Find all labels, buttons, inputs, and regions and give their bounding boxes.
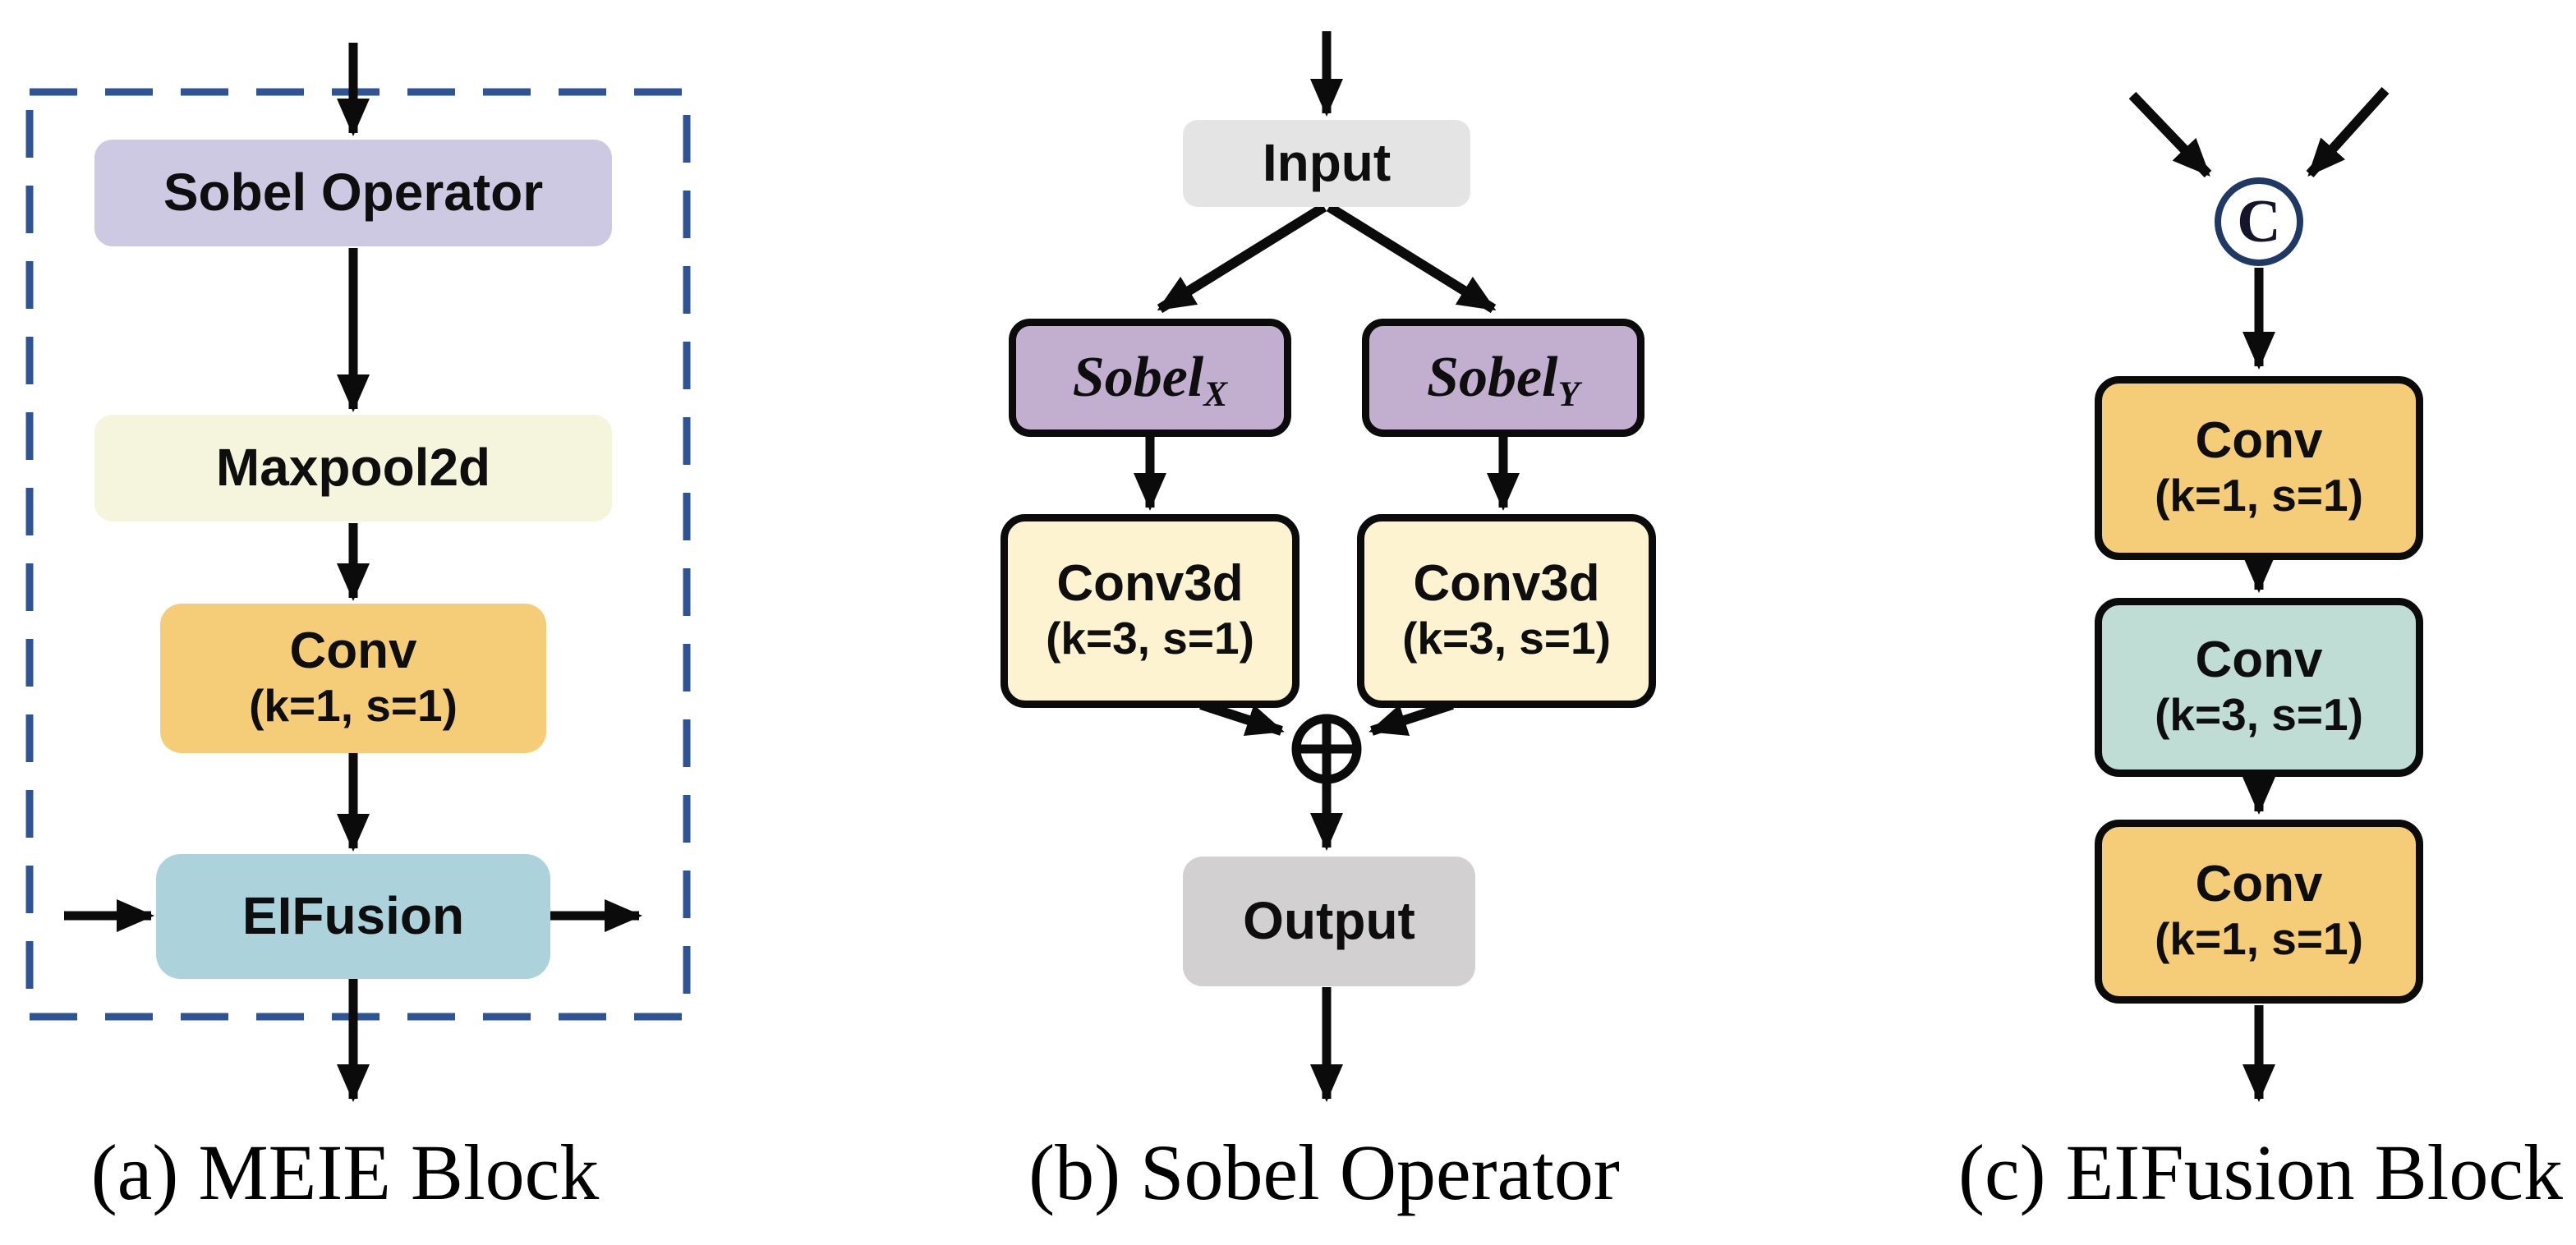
sobel-operator-label: Sobel Operator bbox=[163, 163, 544, 223]
sobel-y-subscript: Y bbox=[1557, 374, 1580, 415]
maxpool2d-label: Maxpool2d bbox=[215, 438, 491, 498]
input-box: Input bbox=[1183, 120, 1470, 207]
sobel-x-label: SobelX bbox=[1072, 346, 1228, 415]
eifusion-box: EIFusion bbox=[156, 854, 550, 979]
sobel-y-box: SobelY bbox=[1362, 319, 1644, 437]
meie-dashed-boundary bbox=[25, 88, 691, 1021]
eifusion-conv2-box: Conv (k=3, s=1) bbox=[2095, 598, 2423, 777]
conv3d-x-label: Conv3d bbox=[1056, 554, 1244, 612]
eifusion-conv1-label: Conv bbox=[2195, 411, 2323, 469]
eifusion-conv3-label: Conv bbox=[2195, 855, 2323, 912]
arrow-right-into-concat bbox=[2306, 86, 2390, 178]
arrow-left-into-concat bbox=[2128, 91, 2212, 178]
conv3d-y-label: Conv3d bbox=[1413, 554, 1600, 612]
eifusion-conv1-box: Conv (k=1, s=1) bbox=[2095, 376, 2423, 560]
sobel-x-subscript: X bbox=[1203, 374, 1228, 415]
eifusion-conv3-params: (k=1, s=1) bbox=[2155, 913, 2363, 965]
conv3d-x-box: Conv3d (k=3, s=1) bbox=[1000, 514, 1300, 708]
caption-panel-a: (a) MEIE Block bbox=[90, 1128, 600, 1216]
conv3d-y-params: (k=3, s=1) bbox=[1402, 613, 1611, 664]
conv-label: Conv bbox=[289, 622, 417, 679]
arrow-input-to-sobelx bbox=[1157, 202, 1327, 314]
add-icon bbox=[1291, 714, 1362, 784]
sobel-operator-box: Sobel Operator bbox=[94, 140, 612, 246]
sobel-y-label: SobelY bbox=[1427, 346, 1580, 415]
conv-k1s1-box: Conv (k=1, s=1) bbox=[160, 604, 546, 753]
arrow-conv3dy-to-add bbox=[1368, 700, 1454, 736]
caption-panel-b: (b) Sobel Operator bbox=[1028, 1128, 1620, 1216]
caption-panel-c: (c) EIFusion Block bbox=[1958, 1128, 2563, 1216]
concat-node: C bbox=[2215, 177, 2303, 266]
arrow-input-to-sobely bbox=[1326, 202, 1497, 314]
sobel-x-box: SobelX bbox=[1009, 319, 1291, 437]
conv3d-y-box: Conv3d (k=3, s=1) bbox=[1357, 514, 1656, 708]
concat-label: C bbox=[2237, 187, 2281, 255]
eifusion-conv1-params: (k=1, s=1) bbox=[2155, 470, 2363, 521]
conv3d-x-params: (k=3, s=1) bbox=[1046, 613, 1254, 664]
output-label: Output bbox=[1243, 891, 1415, 951]
eifusion-conv2-label: Conv bbox=[2195, 631, 2323, 688]
conv-params: (k=1, s=1) bbox=[249, 680, 458, 732]
output-box: Output bbox=[1183, 857, 1475, 986]
maxpool2d-box: Maxpool2d bbox=[94, 415, 612, 521]
eifusion-conv3-box: Conv (k=1, s=1) bbox=[2095, 820, 2423, 1004]
arrow-conv3dx-to-add bbox=[1199, 700, 1285, 736]
eifusion-conv2-params: (k=3, s=1) bbox=[2155, 689, 2363, 741]
eifusion-label: EIFusion bbox=[242, 886, 465, 946]
input-label: Input bbox=[1262, 133, 1392, 193]
